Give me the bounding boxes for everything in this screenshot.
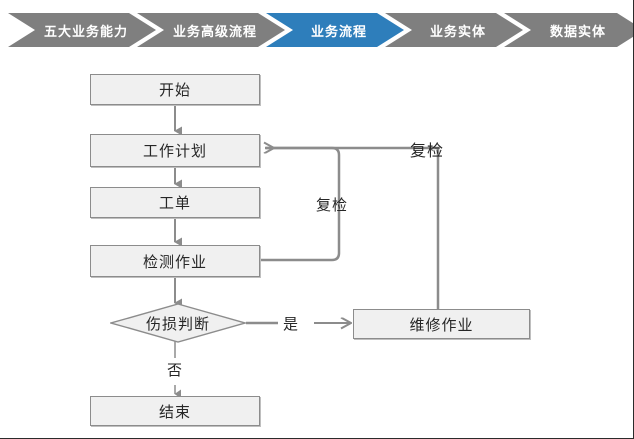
node-start[interactable]: 开始 bbox=[90, 74, 260, 105]
node-end[interactable]: 结束 bbox=[90, 396, 260, 426]
edge-label-yes: 是 bbox=[283, 313, 299, 334]
node-work-order-label: 工单 bbox=[158, 194, 191, 212]
edge-label-yes-text: 是 bbox=[283, 315, 300, 333]
node-repair-task-label: 维修作业 bbox=[409, 315, 474, 334]
edge-label-recheck-outer: 复检 bbox=[410, 137, 444, 161]
edge-label-recheck-inner: 复检 bbox=[316, 194, 348, 215]
node-work-plan-label: 工作计划 bbox=[142, 142, 207, 160]
breadcrumb: 五大业务能力 业务高级流程 业务流程 业务实体 数据实体 bbox=[0, 13, 633, 47]
node-repair-task[interactable]: 维修作业 bbox=[353, 309, 530, 339]
edge-label-recheck-outer-text: 复检 bbox=[410, 141, 445, 160]
breadcrumb-item-4-label: 数据实体 bbox=[549, 24, 606, 40]
node-work-order[interactable]: 工单 bbox=[90, 187, 260, 218]
node-inspection-task[interactable]: 检测作业 bbox=[90, 245, 260, 277]
edge-repair-recheck-to-workplan bbox=[266, 146, 440, 310]
node-damage-decision[interactable]: 伤损判断 bbox=[110, 303, 246, 343]
edge-label-recheck-inner-text: 复检 bbox=[316, 196, 349, 214]
node-start-label: 开始 bbox=[158, 81, 191, 99]
node-inspection-task-label: 检测作业 bbox=[142, 252, 207, 271]
breadcrumb-item-1-label: 业务高级流程 bbox=[172, 24, 257, 40]
node-damage-decision-label: 伤损判断 bbox=[145, 314, 210, 333]
breadcrumb-item-2-label: 业务流程 bbox=[310, 24, 367, 40]
node-work-plan[interactable]: 工作计划 bbox=[90, 134, 260, 167]
breadcrumb-item-4[interactable]: 数据实体 bbox=[504, 13, 633, 47]
decision-diamond-shape bbox=[110, 303, 246, 343]
edge-label-no-text: 否 bbox=[167, 361, 184, 379]
breadcrumb-item-0-label: 五大业务能力 bbox=[43, 24, 128, 40]
edge-label-no: 否 bbox=[167, 359, 183, 380]
node-end-label: 结束 bbox=[158, 402, 191, 421]
breadcrumb-item-3-label: 业务实体 bbox=[429, 24, 486, 40]
